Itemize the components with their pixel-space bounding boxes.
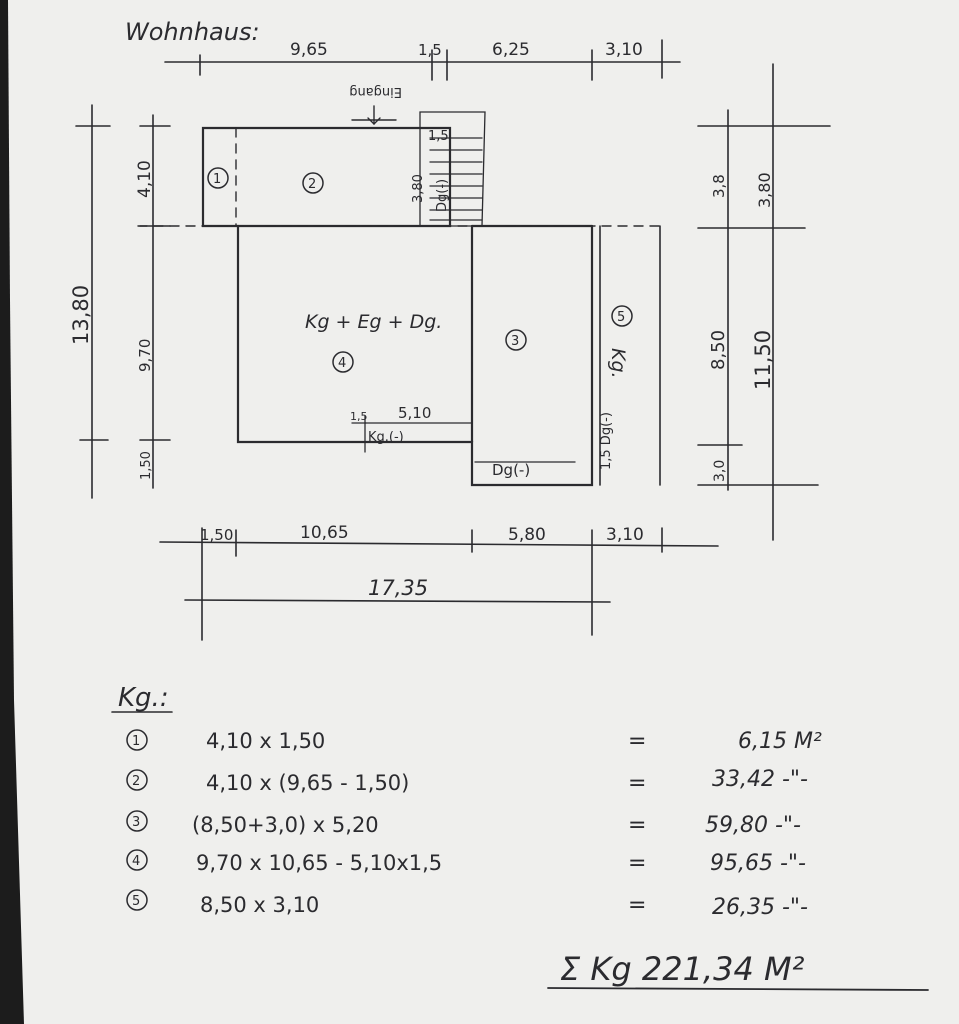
stair-dim-v: 3,80 (411, 174, 426, 203)
left-dim-3: 1,50 (139, 451, 154, 480)
svg-text:5: 5 (132, 894, 140, 909)
bottom-dim-3: 5,80 (508, 525, 546, 545)
page-title: Wohnhaus: (125, 18, 260, 46)
right-dim-1: 3,8 (710, 174, 728, 198)
right-dimension-lines (697, 63, 831, 541)
svg-text:4,10 x 1,50: 4,10 x 1,50 (206, 729, 325, 753)
svg-text:33,42 -"-: 33,42 -"- (712, 767, 808, 792)
svg-text:2: 2 (132, 774, 140, 789)
notch-height-dim: 1,5 (350, 410, 368, 423)
total-width-dim: 17,35 (368, 576, 428, 600)
top-dim-1: 9,65 (290, 40, 328, 60)
svg-text:=: = (628, 851, 646, 876)
calc-heading: Kg.: (118, 683, 169, 713)
paper-sheet (8, 0, 959, 1024)
right-outer-dim-1: 3,80 (755, 172, 774, 208)
svg-text:26,35 -"-: 26,35 -"- (712, 895, 808, 920)
svg-text:=: = (628, 729, 646, 754)
top-dim-4: 3,10 (605, 40, 643, 60)
top-dim-2: 1,5 (418, 41, 442, 59)
room-number-1: 1 (213, 172, 221, 187)
svg-text:=: = (628, 771, 646, 796)
svg-text:(8,50+3,0) x 5,20: (8,50+3,0) x 5,20 (192, 813, 379, 837)
room-markers (207, 167, 633, 373)
bottom-dim-4: 3,10 (606, 525, 644, 545)
room-number-5: 5 (617, 310, 625, 325)
main-area-label: Kg + Eg + Dg. (305, 311, 442, 333)
room-number-4: 4 (338, 356, 346, 371)
right-wall-lines (599, 225, 661, 486)
room5-label: Kg. (607, 348, 629, 379)
notch-label: Kg.(-) (368, 430, 404, 445)
left-dim-1: 4,10 (135, 160, 155, 198)
bottom-dimension-lines (159, 527, 719, 641)
left-outer-dim: 13,80 (69, 285, 93, 345)
calc-total-underline (547, 987, 929, 991)
calc-row-5: 5 8,50 x 3,10 = 26,35 -"- (126, 889, 808, 920)
bottom-strip-label: Dg(-) (492, 461, 530, 479)
entrance-arrow (351, 105, 397, 125)
staircase (419, 111, 486, 227)
calc-row-2: 2 4,10 x (9,65 - 1,50) = 33,42 -"- (126, 767, 808, 796)
svg-text:59,80 -"-: 59,80 -"- (705, 813, 801, 838)
bottom-dim-2: 10,65 (300, 523, 349, 543)
bottom-dim-1: 1,50 (200, 526, 233, 544)
svg-text:8,50 x 3,10: 8,50 x 3,10 (200, 893, 319, 917)
stair-dim-h: 1,5 (428, 129, 449, 144)
dashed-dividers (137, 127, 666, 441)
top-dimension-line (164, 39, 681, 81)
svg-text:4,10 x (9,65 - 1,50): 4,10 x (9,65 - 1,50) (206, 771, 409, 795)
top-dim-3: 6,25 (492, 40, 530, 60)
entrance-label: Eingang (349, 84, 402, 99)
room-number-2: 2 (308, 177, 316, 192)
left-dim-2: 9,70 (136, 339, 154, 372)
notch-dimension-lines (351, 415, 576, 463)
left-dimension-lines (75, 104, 171, 499)
calc-row-1: 1 4,10 x 1,50 = 6,15 M² (126, 729, 822, 754)
room-number-3: 3 (511, 334, 519, 349)
svg-text:6,15 M²: 6,15 M² (738, 729, 822, 754)
svg-text:1: 1 (132, 734, 140, 749)
stair-label: Dg(-) (435, 179, 450, 212)
calc-row-4: 4 9,70 x 10,65 - 5,10x1,5 = 95,65 -"- (126, 849, 806, 876)
calc-row-3: 3 (8,50+3,0) x 5,20 = 59,80 -"- (126, 810, 801, 838)
svg-text:3: 3 (132, 815, 140, 830)
right-dim-3: 3,0 (712, 460, 728, 482)
svg-text:=: = (628, 893, 646, 918)
calc-total: Σ Kg 221,34 M² (560, 950, 805, 988)
svg-text:4: 4 (132, 854, 140, 869)
notch-width-dim: 5,10 (398, 404, 431, 422)
right-dim-2: 8,50 (708, 330, 729, 370)
svg-text:=: = (628, 813, 646, 838)
right-outer-dim-2: 11,50 (751, 330, 775, 390)
svg-text:9,70 x 10,65 - 5,10x1,5: 9,70 x 10,65 - 5,10x1,5 (196, 851, 442, 875)
right-strip-label: 1,5 Dg(-) (599, 412, 614, 470)
svg-text:95,65 -"-: 95,65 -"- (710, 851, 806, 876)
